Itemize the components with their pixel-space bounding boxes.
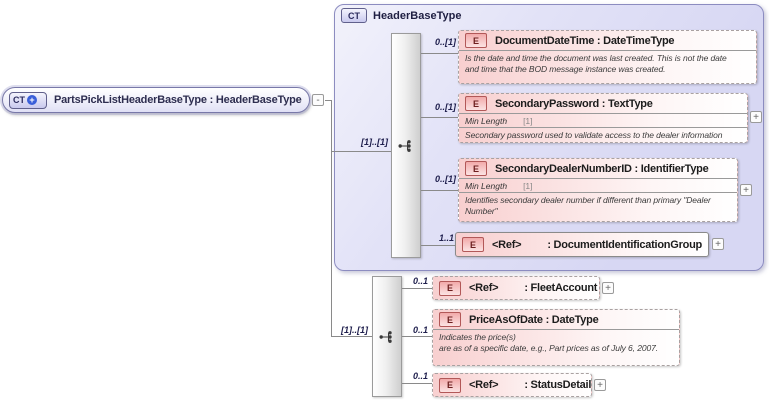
element-annotation: Identifies secondary dealer number if di… bbox=[459, 192, 737, 218]
element-type: : FleetAccount bbox=[524, 282, 598, 294]
element-ref-documentidentificationgroup[interactable]: E <Ref> : DocumentIdentificationGroup bbox=[455, 232, 709, 257]
group-cardinality: [1]..[1] bbox=[341, 325, 368, 335]
facet-value: [1] bbox=[523, 180, 533, 191]
element-name: SecondaryDealerNumberID : IdentifierType bbox=[495, 162, 709, 175]
headerbasetype-title: HeaderBaseType bbox=[373, 9, 462, 22]
cardinality-label: 0..[1] bbox=[434, 174, 456, 184]
element-header: E <Ref> : DocumentIdentificationGroup bbox=[456, 233, 708, 256]
cardinality-label: 0..[1] bbox=[434, 37, 456, 47]
facet-name: Min Length bbox=[465, 180, 508, 191]
element-ref: <Ref> bbox=[469, 379, 499, 391]
element-secondarypassword[interactable]: E SecondaryPassword : TextType Min Lengt… bbox=[458, 93, 748, 143]
element-icon: E bbox=[462, 237, 484, 252]
sequence-compositor[interactable] bbox=[391, 33, 421, 258]
element-secondarydealernumberid[interactable]: E SecondaryDealerNumberID : IdentifierTy… bbox=[458, 158, 738, 222]
element-header: E SecondaryDealerNumberID : IdentifierTy… bbox=[459, 159, 737, 178]
expand-handle[interactable]: + bbox=[594, 379, 606, 391]
expand-handle[interactable]: + bbox=[712, 238, 724, 250]
element-header: E PriceAsOfDate : DateType bbox=[433, 310, 679, 329]
sequence-icon bbox=[398, 139, 411, 152]
element-annotation: Indicates the price(s) are as of a speci… bbox=[433, 329, 679, 355]
complextype-icon: CT bbox=[341, 8, 367, 23]
connector-line bbox=[421, 117, 458, 118]
expand-handle[interactable]: + bbox=[740, 184, 752, 196]
sequence-compositor[interactable] bbox=[372, 276, 402, 397]
connector-line bbox=[402, 288, 432, 289]
facet-row: Min Length [1] bbox=[459, 113, 747, 127]
element-type: : DocumentIdentificationGroup bbox=[547, 238, 703, 251]
connector-line bbox=[421, 190, 458, 191]
root-element-label: PartsPickListHeaderBaseType : HeaderBase… bbox=[54, 94, 302, 106]
element-priceasofdate[interactable]: E PriceAsOfDate : DateType Indicates the… bbox=[432, 309, 680, 366]
element-ref: <Ref> bbox=[469, 282, 499, 294]
element-icon: E bbox=[439, 312, 461, 327]
extension-plus-icon: + bbox=[27, 95, 37, 105]
sequence-icon bbox=[379, 330, 392, 343]
element-icon: E bbox=[465, 161, 487, 176]
connector-line bbox=[331, 151, 391, 152]
element-type: : StatusDetail bbox=[524, 379, 592, 391]
element-name: PriceAsOfDate : DateType bbox=[469, 313, 599, 326]
connector-line bbox=[421, 245, 455, 246]
facet-value: [1] bbox=[523, 115, 533, 126]
group-cardinality: [1]..[1] bbox=[361, 137, 388, 147]
element-icon: E bbox=[465, 33, 487, 48]
element-icon: E bbox=[439, 377, 461, 393]
cardinality-label: 0..1 bbox=[412, 325, 428, 335]
cardinality-label: 0..[1] bbox=[434, 102, 456, 112]
element-ref: <Ref> bbox=[492, 238, 522, 251]
cardinality-label: 1..1 bbox=[438, 233, 454, 243]
cardinality-label: 0..1 bbox=[412, 276, 428, 286]
element-ref-statusdetail[interactable]: E <Ref> : StatusDetail bbox=[432, 373, 592, 397]
collapse-handle[interactable]: - bbox=[312, 94, 324, 106]
element-header: E SecondaryPassword : TextType bbox=[459, 94, 747, 113]
element-documentdatetime[interactable]: E DocumentDateTime : DateTimeType Is the… bbox=[458, 30, 757, 84]
headerbasetype-title-row: CT HeaderBaseType bbox=[341, 8, 461, 23]
expand-handle[interactable]: + bbox=[602, 282, 614, 294]
connector-line bbox=[331, 100, 332, 337]
element-annotation: Secondary password used to validate acce… bbox=[459, 127, 747, 143]
connector-line bbox=[325, 100, 332, 101]
element-name: SecondaryPassword : TextType bbox=[495, 97, 653, 110]
root-element-partspicklistheaderbasetype[interactable]: CT+ PartsPickListHeaderBaseType : Header… bbox=[2, 87, 310, 113]
element-header: E DocumentDateTime : DateTimeType bbox=[459, 31, 756, 50]
element-header: E <Ref> : StatusDetail bbox=[433, 374, 591, 396]
connector-line bbox=[331, 336, 372, 337]
facet-name: Min Length bbox=[465, 115, 508, 126]
element-icon: E bbox=[465, 96, 487, 111]
cardinality-label: 0..1 bbox=[412, 371, 428, 381]
connector-line bbox=[421, 53, 458, 54]
facet-row: Min Length [1] bbox=[459, 178, 737, 192]
element-annotation: Is the date and time the document was la… bbox=[459, 50, 756, 76]
connector-line bbox=[402, 336, 432, 337]
complextype-extension-icon: CT+ bbox=[9, 91, 47, 109]
element-name: DocumentDateTime : DateTimeType bbox=[495, 34, 675, 47]
element-icon: E bbox=[439, 280, 461, 296]
connector-line bbox=[402, 383, 432, 384]
expand-handle[interactable]: + bbox=[750, 111, 762, 123]
element-ref-fleetaccount[interactable]: E <Ref> : FleetAccount bbox=[432, 276, 600, 300]
element-header: E <Ref> : FleetAccount bbox=[433, 277, 599, 299]
